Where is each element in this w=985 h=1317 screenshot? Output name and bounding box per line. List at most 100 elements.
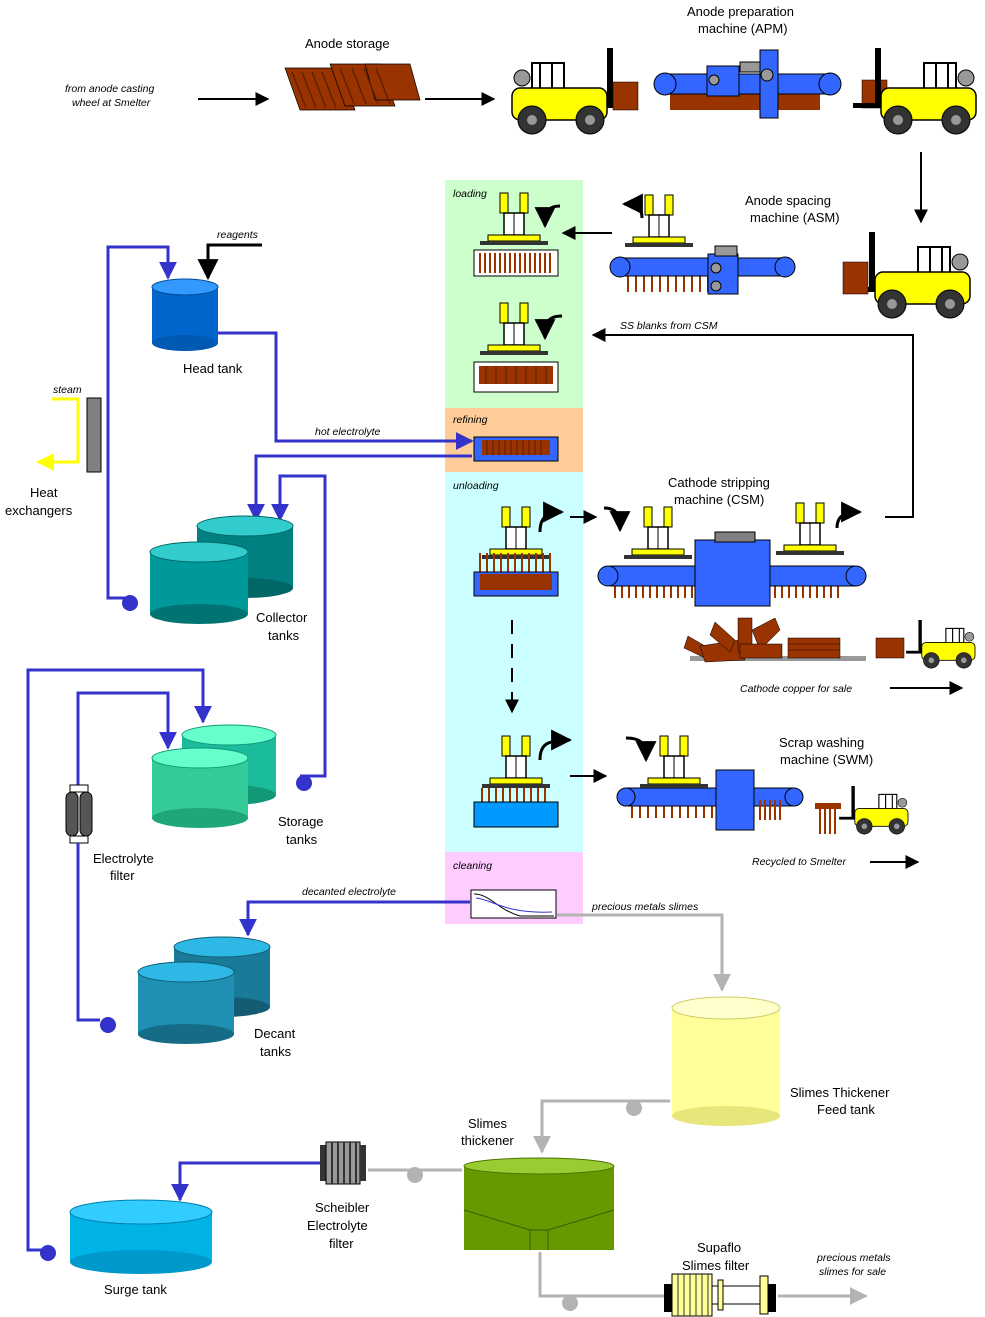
collector-label-2: tanks [268,628,300,643]
cathode-copper-stacks [683,617,905,663]
slimes-thickener-icon [463,1157,615,1250]
scheibler-filter-icon [320,1141,366,1185]
pump-feed-tank [626,1100,642,1116]
storage-label-1: Storage [278,814,324,829]
refining-cell [473,436,559,462]
scrap-tank [473,788,559,828]
slimes-feed-tank-label-1: Slimes Thickener [790,1085,890,1100]
asm-label-2: machine (ASM) [750,210,840,225]
scheibler-label-2: Electrolyte [307,1218,368,1233]
anode-storage-stacks [284,63,421,111]
electrolyte-line-heat-loop [106,245,177,600]
apm-machine [653,49,842,119]
slimes-thickener-label-2: thickener [461,1133,514,1148]
heat-exchangers-label-2: exchangers [5,503,73,518]
supaflo-filter-icon [664,1273,776,1317]
swm-label-1: Scrap washing [779,735,864,750]
turn-arrow-unload-1 [538,501,565,533]
from-casting-label-2: wheel at Smelter [72,97,151,109]
reagents-label: reagents [217,229,259,241]
forklift-icon-5 [838,785,909,835]
from-casting-label-1: from anode casting [65,83,154,95]
turn-arrow-csm-out [835,501,863,529]
decanted-label: decanted electrolyte [302,886,396,898]
slimes-line-to-feed-tank [557,913,731,992]
heat-exchanger-icon [86,397,102,473]
feed-tank-to-thickener-line [533,1099,670,1154]
anode-load-3 [842,261,869,295]
anode-storage-label: Anode storage [305,36,390,51]
pump-thickener-underflow [562,1295,578,1311]
cathode-rack-load-1 [473,249,559,277]
decant-tanks-icon [137,936,271,1044]
slimes-feed-tank-icon [671,996,781,1126]
pm-sale-label-1: precious metals [816,1252,891,1264]
turn-arrow-csm-in [603,506,631,533]
hot-electrolyte-label: hot electrolyte [315,426,381,438]
surge-tank-icon [69,1199,213,1274]
csm-machine [597,531,867,607]
storage-tanks-icon [151,724,277,828]
collector-to-storage-line [271,474,327,778]
cell-overflow-line [247,454,472,522]
zone-unloading-label: unloading [453,480,499,492]
turn-arrow-scrap-1 [538,729,573,761]
asm-label-1: Anode spacing [745,193,831,208]
swm-machine [616,769,804,831]
forklift-icon-4 [905,619,976,669]
pump-thickener-overflow [407,1167,423,1183]
surge-tank-label: Surge tank [104,1282,167,1297]
slimes-feed-tank-label-2: Feed tank [817,1102,875,1117]
filter-to-decant-line [76,843,100,1022]
pm-sale-label-2: slimes for sale [819,1266,886,1278]
ss-blanks-return-line [591,328,914,518]
head-tank-icon [151,278,219,351]
filter-feed-line [76,691,177,785]
reagents-line [197,243,262,281]
crane-icon-swm [639,735,709,789]
zone-refining-label: refining [453,414,488,426]
crane-icon-asm [624,194,694,248]
supaflo-label-1: Supaflo [697,1240,741,1255]
electrolyte-filter-label-1: Electrolyte [93,851,154,866]
cleaning-cell-icon [470,889,557,919]
scheibler-label-1: Scheibler [315,1200,370,1215]
pump-surge [40,1245,56,1261]
crane-icon-csm-1 [623,506,693,560]
pm-slimes-label: precious metals slimes [591,901,699,913]
surge-return-line [26,668,212,1252]
scheibler-label-3: filter [329,1236,354,1251]
turn-arrow-asm [621,193,644,219]
turn-arrow-swm-in [625,736,657,763]
turn-arrow-load-1 [534,204,561,229]
csm-label-1: Cathode stripping [668,475,770,490]
thickener-underflow-line [538,1252,664,1298]
heat-exchangers-label-1: Heat [30,485,58,500]
electrolyte-filter-icon [65,784,93,844]
scrap-bundle [815,803,841,834]
storage-label-2: tanks [286,832,318,847]
hot-electrolyte-line [218,331,474,450]
scheibler-to-surge-line [171,1161,322,1202]
ss-blanks-label: SS blanks from CSM [620,320,718,332]
swm-label-2: machine (SWM) [780,752,873,767]
steam-line [36,397,80,471]
apm-label-2: machine (APM) [698,21,788,36]
slimes-thickener-label-1: Slimes [468,1116,508,1131]
apm-label-1: Anode preparation [687,4,794,19]
turn-arrow-load-2 [534,314,563,341]
crane-icon-csm-2 [775,502,845,556]
cathode-rack-unload [473,553,559,597]
supaflo-label-2: Slimes filter [682,1258,750,1273]
csm-label-2: machine (CSM) [674,492,764,507]
steam-label: steam [53,384,82,396]
asm-machine [609,245,796,295]
cathode-sale-label: Cathode copper for sale [740,683,852,695]
recycled-label: Recycled to Smelter [752,856,846,868]
anode-load-1 [612,81,639,111]
zone-loading-label: loading [453,188,487,200]
pump-storage [296,775,312,791]
decant-label-1: Decant [254,1026,296,1041]
decanted-electrolyte-line [239,900,470,937]
